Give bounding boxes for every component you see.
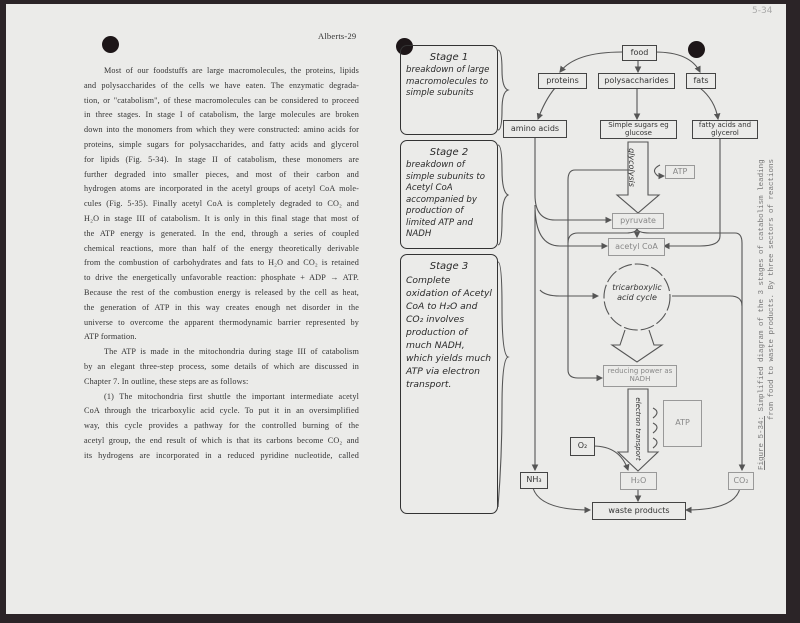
text-line: the ATP energy is generated. In the end,… (84, 228, 359, 238)
stage-3-box: Stage 3 Complete oxidation of Acetyl CoA… (400, 254, 498, 514)
text-line: Because the rest of the combustion energ… (84, 288, 359, 297)
electron-transport-label: electron transport (634, 397, 642, 461)
stage-1-box: Stage 1 breakdown of large macromolecule… (400, 45, 498, 135)
stage-title: Stage 3 (429, 261, 469, 272)
text-line: CoA through the tricarboxylic acid cycle… (84, 406, 359, 416)
text-line: by an elegant three-step process, some d… (84, 362, 359, 371)
caption-label: Figure 5-34: (758, 415, 766, 470)
text-line: universe to overcome the apparent thermo… (84, 317, 359, 327)
tca-cycle-label: tricarboxylic acid cycle (612, 283, 662, 302)
proteins-box: proteins (538, 73, 587, 89)
amino-acids-box: amino acids (503, 120, 567, 138)
stage-description: breakdown of large macromolecules to sim… (406, 65, 490, 98)
brace (497, 261, 510, 508)
h2o-box: H₂O (620, 472, 657, 490)
text-line: cules (Fig. 5-35). Finally acetyl CoA is… (84, 199, 359, 209)
text-line: down into the monomers from which they w… (84, 125, 359, 135)
polysaccharides-box: polysaccharides (598, 73, 675, 89)
text-line: the generation of ATP in this way create… (84, 302, 359, 312)
text-line: further degraded into smaller pieces, an… (84, 169, 359, 179)
o2-box: O₂ (570, 437, 595, 456)
glycolysis-label: glycolysis (626, 148, 636, 187)
waste-products-box: waste products (592, 502, 686, 520)
text-line: chemical reactions, more than half of th… (84, 243, 359, 253)
text-line: to drive the energetically unfavorable r… (84, 273, 359, 283)
text-line: and polysaccharides of the cells we have… (84, 80, 359, 90)
text-line: for lipids (Fig. 5-34). In stage II of c… (84, 154, 359, 164)
punch-hole (688, 41, 705, 58)
brace (497, 49, 510, 131)
stage-title: Stage 1 (429, 52, 469, 63)
co2-box: CO₂ (728, 472, 754, 490)
caption-line-2: from food to waste products. By three se… (768, 158, 776, 420)
text-line: (1) The mitochondria first shuttle the i… (104, 391, 359, 401)
text-line: H₂O in stage III of catabolism. It is on… (84, 214, 359, 223)
atp-box: ATP (663, 400, 702, 447)
fatty-acids-box: fatty acids and glycerol (692, 120, 758, 139)
acetyl-coa-box: acetyl CoA (608, 238, 665, 256)
glycolysis-arrow (615, 141, 661, 214)
text-line: The ATP is made in the mitochondria duri… (104, 347, 359, 357)
stage-description: Complete oxidation of Acetyl CoA to H₂O … (406, 275, 492, 390)
text-line: way, this cycle provides a pathway for t… (84, 421, 359, 431)
text-line: Most of our foodstuffs are large macromo… (104, 66, 359, 75)
punch-hole (102, 36, 119, 53)
stage-description: breakdown of simple subunits to Acetyl C… (406, 160, 485, 239)
text-line: ATP formation. (84, 332, 137, 342)
stage-title: Stage 2 (429, 147, 469, 158)
page-number: Alberts-29 (318, 31, 357, 41)
text-line: proteins, simple sugars for polysacchari… (84, 140, 359, 149)
fats-box: fats (686, 73, 716, 89)
text-line: tion, or "catabolism", of these macromol… (84, 95, 359, 105)
figure-caption: Figure 5-34: Simplified diagram of the 3… (757, 159, 777, 470)
text-line: in three stages. In stage I of catabolis… (84, 110, 359, 120)
text-line: acetyl group, the end result of which is… (84, 436, 359, 445)
food-box: food (622, 45, 657, 61)
reducing-power-box: reducing power as NADH (603, 365, 677, 387)
caption-line-1: Simplified diagram of the 3 stages of ca… (758, 159, 766, 412)
electron-transport-arrow (616, 388, 660, 472)
text-line: hydrogen atoms are incorporated in the a… (84, 184, 359, 194)
brace (497, 144, 510, 246)
nh3-box: NH₃ (520, 472, 548, 489)
text-line: from the combustion of carbohydrates and… (84, 258, 359, 268)
stage-2-box: Stage 2 breakdown of simple subunits to … (400, 140, 498, 249)
handwritten-number: 5-34 (752, 6, 773, 16)
text-line: its hydrogens are incorporated in a redu… (84, 450, 359, 460)
text-line: Chapter 7. In outline, these steps are a… (84, 376, 249, 386)
simple-sugars-box: Simple sugars eg glucose (600, 120, 677, 139)
atp-box: ATP (665, 165, 695, 179)
pyruvate-box: pyruvate (612, 213, 664, 229)
